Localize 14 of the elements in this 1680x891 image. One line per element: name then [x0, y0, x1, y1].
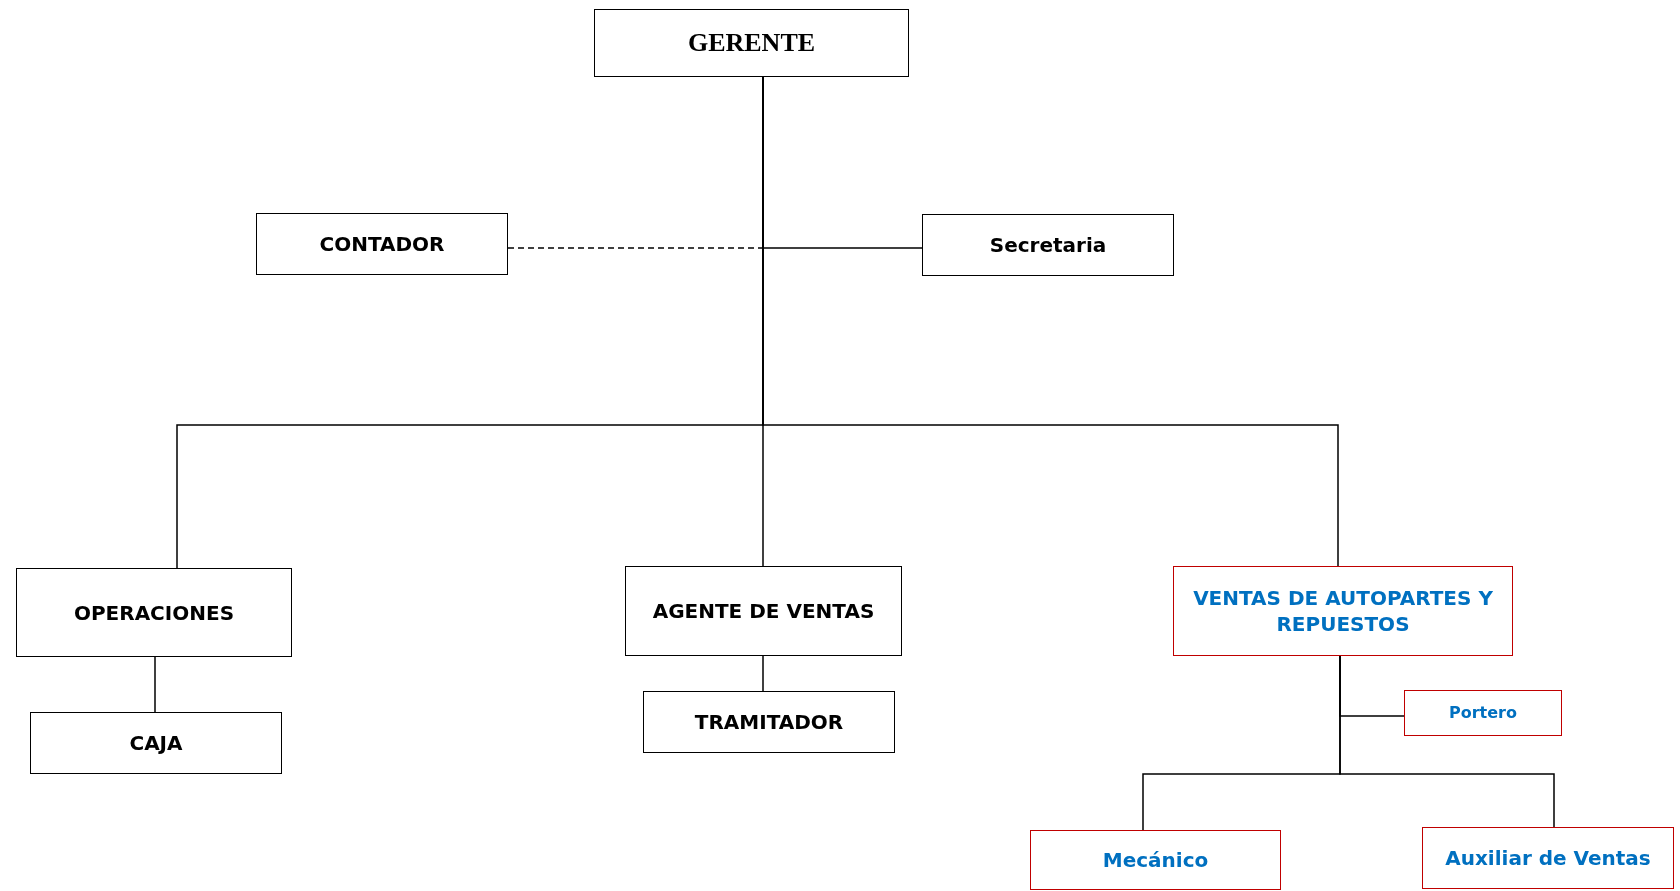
position-box: GERENTE: [594, 9, 909, 77]
position-box: Mecánico: [1030, 830, 1281, 890]
connector-line: [762, 655, 764, 692]
position-box: TRAMITADOR: [643, 691, 895, 753]
position-box: VENTAS DE AUTOPARTES Y REPUESTOS: [1173, 566, 1513, 656]
position-box: Auxiliar de Ventas: [1422, 827, 1674, 889]
position-box: AGENTE DE VENTAS: [625, 566, 902, 656]
position-box: Secretaria: [922, 214, 1174, 276]
position-box: CONTADOR: [256, 213, 508, 275]
connector-line: [1339, 655, 1555, 828]
position-box: CAJA: [30, 712, 282, 774]
connector-line: [154, 656, 156, 713]
position-box: Portero: [1404, 690, 1562, 736]
position-box: OPERACIONES: [16, 568, 292, 657]
